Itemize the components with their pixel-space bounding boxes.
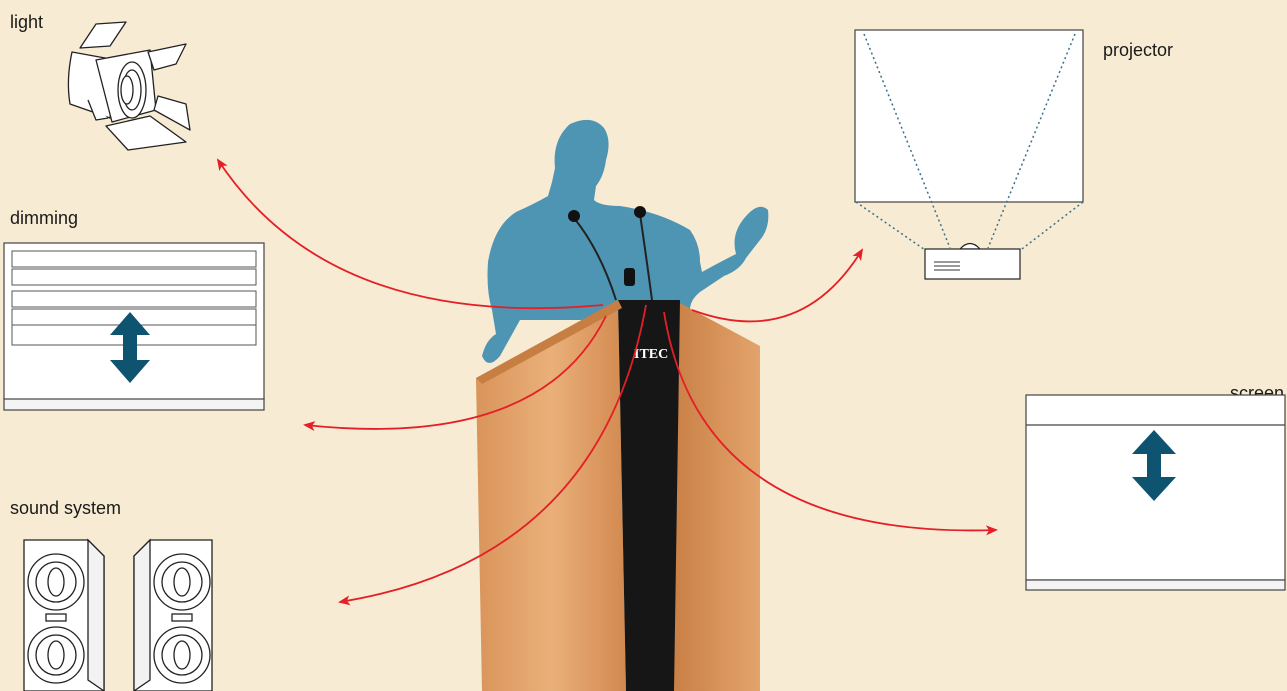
projector-icon xyxy=(925,244,1020,280)
speaker-icon xyxy=(24,540,104,691)
spotlight-icon xyxy=(68,22,190,150)
projector-screen-icon xyxy=(855,30,1083,202)
podium-brand: ITEC xyxy=(634,347,668,362)
arrow-to-projector xyxy=(692,250,862,321)
podium: ITEC xyxy=(476,300,760,691)
speaker-icon xyxy=(134,540,212,691)
